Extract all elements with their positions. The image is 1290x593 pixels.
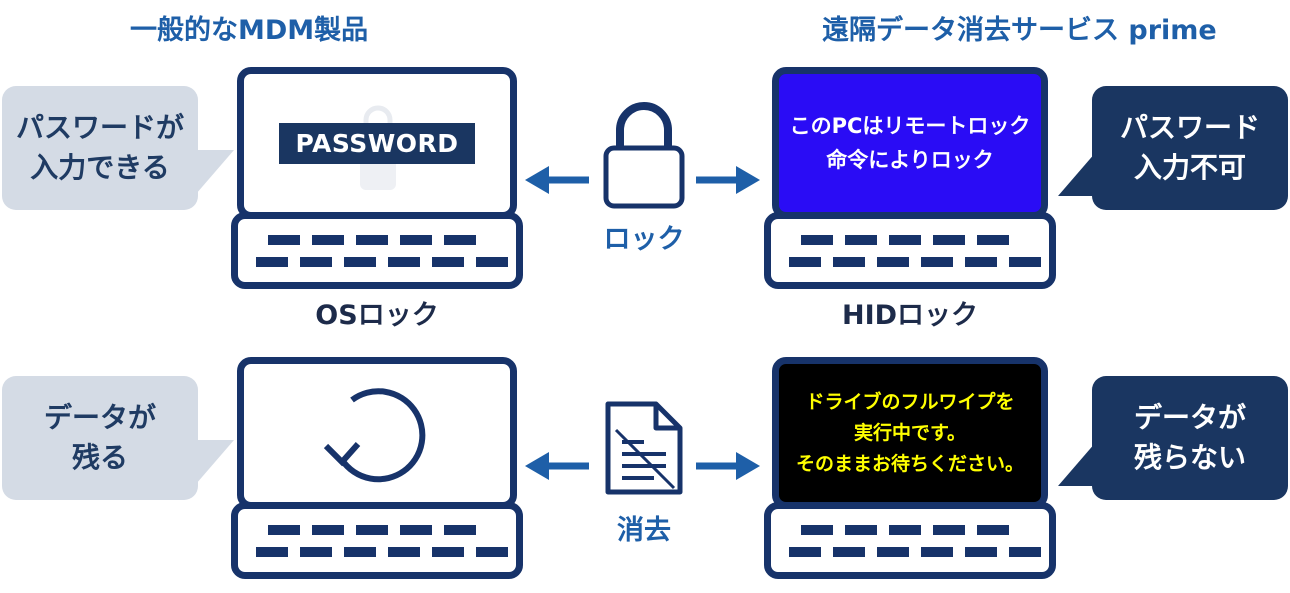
bubble-password-enterable: パスワードが 入力できる	[2, 86, 198, 210]
laptop-screen	[237, 357, 517, 509]
lock-message: このPCはリモートロック 命令によりロック	[790, 109, 1031, 177]
bubble-tail	[1058, 442, 1096, 486]
arrow-right-icon	[696, 166, 760, 194]
bubble-line: 入力できる	[30, 151, 170, 184]
heading-general-mdm: 一般的なMDM製品	[130, 15, 369, 46]
bubble-line: 残らない	[1133, 441, 1246, 474]
document-icon	[605, 401, 683, 495]
laptop-screen-wiping: ドライブのフルワイプを 実行中です。 そのままお待ちください。	[772, 357, 1048, 509]
bubble-line: パスワード	[1119, 111, 1260, 144]
caption-hid-lock: HIDロック	[841, 300, 979, 331]
laptop-keyboard	[231, 212, 523, 289]
bubble-line: データが	[43, 401, 156, 434]
laptop-keyboard	[764, 502, 1056, 579]
bubble-tail	[1058, 152, 1096, 196]
wipe-message: ドライブのフルワイプを 実行中です。 そのままお待ちください。	[796, 387, 1024, 480]
heading-prime-service: 遠隔データ消去サービス prime	[822, 15, 1217, 46]
padlock-icon	[603, 102, 685, 209]
wipe-message-line: そのままお待ちください。	[795, 452, 1024, 475]
label-lock: ロック	[603, 224, 685, 255]
refresh-icon	[323, 388, 426, 483]
wipe-message-line: ドライブのフルワイプを	[805, 390, 1015, 413]
bubble-data-remains: データが 残る	[2, 376, 198, 500]
lock-message-line: このPCはリモートロック	[789, 114, 1031, 138]
arrow-right-icon	[696, 452, 760, 480]
arrow-left-icon	[525, 166, 589, 194]
laptop-hid-lock: このPCはリモートロック 命令によりロック	[764, 67, 1056, 289]
bubble-line: 残る	[71, 441, 128, 474]
bubble-line: データが	[1133, 401, 1246, 434]
laptop-keyboard	[231, 502, 523, 579]
bubble-data-erased: データが 残らない	[1092, 376, 1288, 500]
bubble-tail	[196, 440, 234, 484]
laptop-data-remains	[231, 357, 523, 579]
bubble-tail	[196, 150, 234, 194]
caption-os-lock: OSロック	[315, 300, 439, 331]
bubble-password-blocked: パスワード 入力不可	[1092, 86, 1288, 210]
label-erase: 消去	[617, 515, 671, 546]
arrow-left-icon	[525, 452, 589, 480]
wipe-message-line: 実行中です。	[853, 421, 967, 444]
lock-message-line: 命令によりロック	[826, 148, 994, 172]
laptop-full-wipe: ドライブのフルワイプを 実行中です。 そのままお待ちください。	[764, 357, 1056, 579]
laptop-screen-locked: このPCはリモートロック 命令によりロック	[772, 67, 1048, 219]
bubble-line: 入力不可	[1133, 151, 1246, 184]
password-field: PASSWORD	[279, 122, 475, 164]
laptop-keyboard	[764, 212, 1056, 289]
laptop-screen: PASSWORD	[237, 67, 517, 219]
laptop-os-lock: PASSWORD	[231, 67, 523, 289]
bubble-line: パスワードが	[15, 111, 184, 144]
